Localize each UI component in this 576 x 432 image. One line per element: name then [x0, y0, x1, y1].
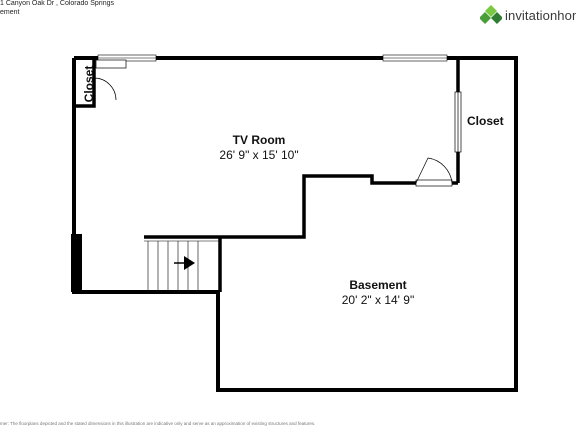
brand-logo: invitationhom — [480, 4, 576, 26]
stairs — [144, 240, 220, 292]
closet-door-right — [454, 91, 462, 153]
room-label-tv-room: TV Room 26' 9" x 15' 10" — [196, 133, 322, 163]
invitation-homes-logo-icon — [480, 5, 502, 24]
windows — [97, 54, 448, 62]
room-dimensions: 20' 2" x 14' 9" — [341, 293, 415, 307]
interior-walls — [74, 58, 460, 292]
disclaimer-text: mer: The floorplans depicted and the sta… — [0, 421, 316, 426]
room-name: Basement — [349, 278, 407, 292]
brand-name: invitationhom — [505, 8, 576, 23]
room-label-closet-left: Closet — [82, 65, 96, 103]
floor-level-label: ement — [0, 9, 20, 16]
door-tvroom — [415, 157, 453, 187]
room-dimensions: 26' 9" x 15' 10" — [219, 148, 299, 162]
wall-block — [71, 234, 82, 292]
stairs-arrow-icon — [174, 256, 195, 270]
closet-door-left — [93, 59, 127, 101]
room-label-closet-right: Closet — [467, 114, 504, 128]
exterior-walls — [72, 56, 518, 392]
room-name: TV Room — [232, 133, 286, 147]
property-address: 1 Canyon Oak Dr , Colorado Springs — [0, 0, 114, 7]
room-label-basement: Basement 20' 2" x 14' 9" — [318, 278, 438, 308]
